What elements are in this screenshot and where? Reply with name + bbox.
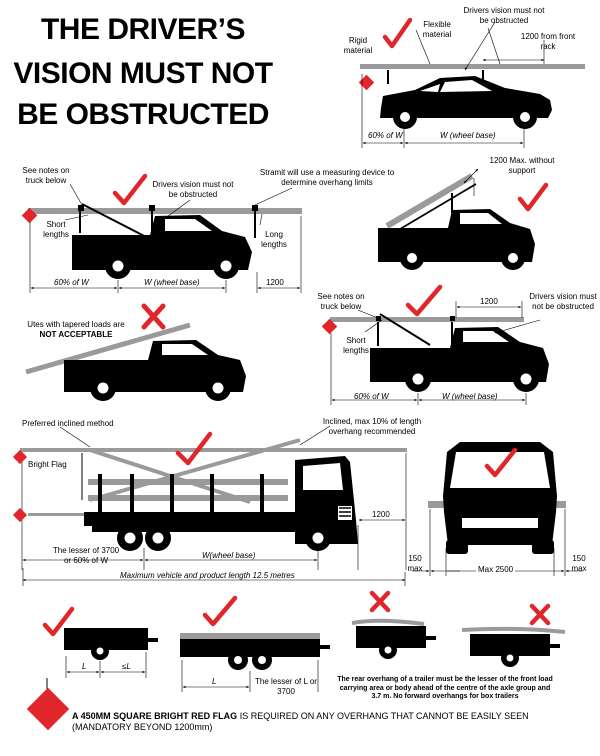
ute-1-rear-label: 1200 <box>266 278 284 287</box>
front-view-width-label: Max 2500 <box>476 565 516 575</box>
footer-flag-text: IS REQUIRED ON ANY OVERHANG THAT CANNOT … <box>237 711 529 721</box>
ute-2-inclined-load <box>385 173 474 229</box>
ute-4-sixty-label: 60% of W <box>354 392 389 401</box>
trailer-1-diagram <box>42 606 158 678</box>
ute-1-red-flag <box>21 207 38 224</box>
ute-4-wheelbase-label: W (wheel base) <box>442 392 498 401</box>
front-view-right-label: 150 max <box>571 554 587 573</box>
truck-preferred-label: Preferred inclined method <box>22 419 114 428</box>
ute-1-see-notes-label: See notes on truck below <box>22 166 70 185</box>
ute-1-check-icon <box>112 173 148 206</box>
trailer-4-diagram <box>461 603 566 667</box>
ute-2-diagram <box>378 168 549 270</box>
truck-wheelbase-label: W(wheel base) <box>202 551 256 560</box>
trailer-2-load <box>180 633 320 639</box>
title-line-2: VISION MUST NOT <box>13 57 273 90</box>
ute-4-see-notes-label: See notes on truck below <box>317 292 365 311</box>
ute-3-tapered-text: Utes with tapered loads are <box>27 320 125 329</box>
ute-1-sixty-label: 60% of W <box>54 278 89 287</box>
trailer-2-diagram <box>180 595 330 692</box>
truck-check-icon <box>175 431 213 466</box>
trailer-2-l-label: L <box>212 677 217 686</box>
truck-inclined-label: Inclined, max 10% of length overhang rec… <box>322 417 422 436</box>
ute-1-short-label: Short lengths <box>43 220 69 239</box>
truck-rear-label: 1200 <box>372 510 390 519</box>
sedan-body-icon <box>380 76 552 118</box>
ute-4-front-label: 1200 <box>480 297 498 306</box>
trailer-note: The rear overhang of a trailer must be t… <box>337 676 553 700</box>
trailer-3-load <box>351 618 425 626</box>
sedan-vision-label: Drivers vision must not be obstructed <box>463 6 545 25</box>
sedan-check-icon <box>382 17 413 49</box>
footer-flag-bold: A 450MM SQUARE BRIGHT RED FLAG <box>72 711 238 721</box>
trailer-3-cross-icon <box>369 590 391 613</box>
ute-1-wheelbase-label: W (wheel base) <box>144 278 200 287</box>
footer-flag-diagram <box>26 678 70 731</box>
truck-top-red-flag <box>12 449 28 465</box>
sedan-rigid-load <box>360 64 585 69</box>
sedan-red-flag <box>358 74 375 91</box>
front-view-check-icon <box>484 447 518 478</box>
sedan-rigid-label: Rigid material <box>343 36 373 55</box>
ute-4-check-icon <box>405 284 443 317</box>
sedan-wheelbase-label: W (wheel base) <box>440 131 496 140</box>
truck-max-length-label: Maximum vehicle and product length 12.5 … <box>120 571 295 580</box>
front-view-left-label: 150 max <box>407 554 423 573</box>
ute-4-diagram <box>321 284 549 405</box>
trailer-3-diagram <box>351 590 436 659</box>
footer-red-flag <box>26 687 70 731</box>
ute-3-not-acceptable: NOT ACCEPTABLE <box>39 329 113 339</box>
sedan-sixty-label: 60% of W <box>368 131 403 140</box>
trailer-2-check-icon <box>202 595 238 627</box>
ute-2-max-label: 1200 Max. without support <box>489 156 555 175</box>
title-line-3: BE OBSTRUCTED <box>17 98 269 131</box>
footer-text: A 450MM SQUARE BRIGHT RED FLAG IS REQUIR… <box>72 711 529 733</box>
front-view-diagram <box>412 442 583 576</box>
trailer-1-check-icon <box>42 606 75 637</box>
sedan-flexible-label: Flexible material <box>422 20 452 39</box>
ute-3-tapered-load <box>25 322 191 375</box>
trailer-1-le-l-label: ≤L <box>122 662 131 671</box>
trailer-2-lesser-label: The lesser of L or 3700 <box>255 677 317 696</box>
ute-1-vision-label: Drivers vision must not be obstructed <box>152 180 234 199</box>
ute-4-load <box>330 317 524 322</box>
truck-bottom-red-flag <box>12 507 28 523</box>
ute-4-short-label: Short lengths <box>343 336 369 355</box>
truck-lesser-label: The lesser of 3700 or 60% of W <box>52 546 120 565</box>
trailer-4-load <box>461 626 566 634</box>
truck-flag-label: Bright Flag <box>28 460 67 469</box>
ute-3-tapered-label: Utes with tapered loads are NOT ACCEPTAB… <box>26 320 126 339</box>
ute-1-diagram <box>21 173 302 293</box>
title-line-1: THE DRIVER’S <box>40 13 246 46</box>
ute-3-diagram <box>25 303 246 401</box>
ute-1-stramit-label: Stramit will use a measuring device to d… <box>259 168 395 187</box>
ute-1-long-label: Long lengths <box>261 230 287 249</box>
truck-top-load <box>20 448 407 452</box>
ute-1-load <box>28 208 302 214</box>
footer-mandatory: (MANDATORY BEYOND 1200mm) <box>72 722 213 732</box>
ute-2-check-icon <box>517 182 549 212</box>
trailer-4-cross-icon <box>529 603 551 626</box>
ute-4-vision-label: Drivers vision must not be obstructed <box>529 292 597 311</box>
truck-diagram <box>12 425 407 586</box>
sedan-front-label: 1200 from front rack <box>520 32 576 51</box>
trailer-1-l-label: L <box>82 662 87 671</box>
ute-3-cross-icon <box>141 303 166 330</box>
